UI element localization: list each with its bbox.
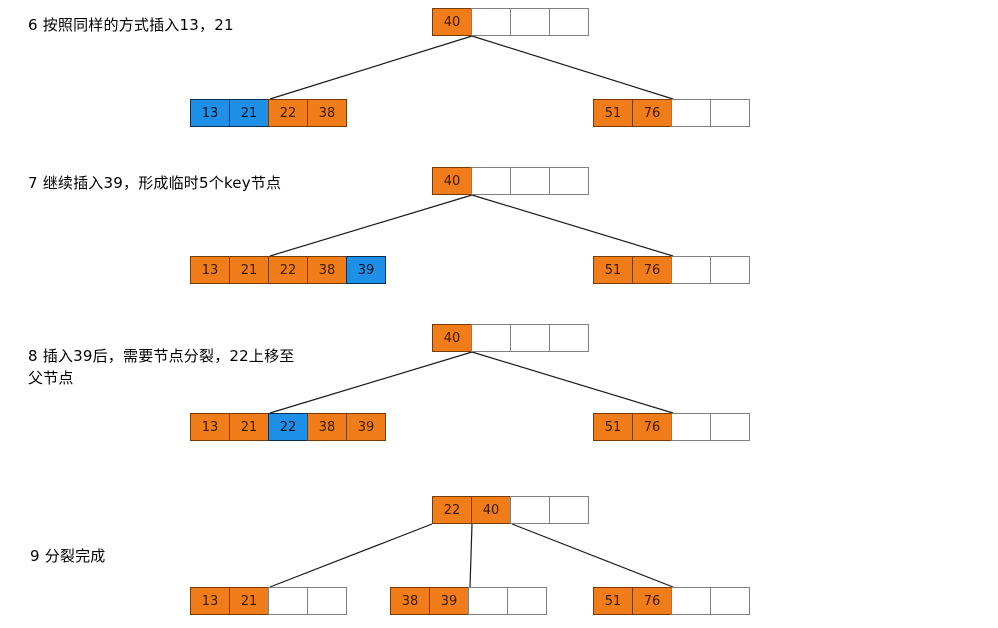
step-7-root-node: 40 [432, 167, 589, 195]
btree-cell-empty [671, 587, 711, 615]
tree-edge [269, 35, 473, 100]
btree-cell-empty [471, 324, 511, 352]
btree-cell-empty [307, 587, 347, 615]
tree-edge [471, 351, 674, 414]
step-label-step-8: 8 插入39后，需要节点分裂，22上移至 父节点 [28, 347, 295, 387]
btree-cell-empty [710, 587, 750, 615]
btree-cell-key: 13 [190, 99, 230, 127]
btree-cell-key: 76 [632, 256, 672, 284]
btree-cell-empty [710, 413, 750, 441]
btree-cell-empty [468, 587, 508, 615]
btree-cell-key: 21 [229, 587, 269, 615]
btree-cell-empty [671, 99, 711, 127]
tree-edge [269, 523, 433, 588]
btree-cell-key: 21 [229, 99, 269, 127]
btree-cell-key: 39 [429, 587, 469, 615]
btree-cell-key: 40 [471, 496, 511, 524]
tree-edge [471, 194, 674, 257]
btree-cell-key: 51 [593, 413, 633, 441]
btree-cell-key: 38 [307, 99, 347, 127]
btree-cell-empty [471, 167, 511, 195]
step-6-root-node: 40 [432, 8, 589, 36]
btree-cell-empty [510, 167, 550, 195]
btree-cell-empty [671, 256, 711, 284]
btree-cell-key: 39 [346, 256, 386, 284]
btree-cell-empty [549, 496, 589, 524]
btree-cell-empty [710, 256, 750, 284]
btree-cell-key: 51 [593, 99, 633, 127]
btree-cell-empty [510, 496, 550, 524]
btree-cell-key: 22 [268, 256, 308, 284]
btree-cell-key: 76 [632, 413, 672, 441]
btree-cell-empty [549, 167, 589, 195]
btree-cell-empty [471, 8, 511, 36]
btree-cell-key: 51 [593, 256, 633, 284]
btree-cell-empty [549, 324, 589, 352]
btree-cell-key: 38 [307, 256, 347, 284]
tree-edge [269, 194, 473, 257]
btree-cell-key: 38 [390, 587, 430, 615]
step-label-step-6: 6 按照同样的方式插入13，21 [28, 16, 234, 34]
btree-cell-empty [268, 587, 308, 615]
btree-cell-key: 40 [432, 167, 472, 195]
tree-edge [511, 523, 674, 588]
tree-edge [269, 351, 473, 414]
btree-cell-empty [507, 587, 547, 615]
step-8-root-node: 40 [432, 324, 589, 352]
btree-cell-key: 22 [432, 496, 472, 524]
btree-cell-key: 40 [432, 8, 472, 36]
btree-cell-key: 40 [432, 324, 472, 352]
btree-cell-empty [510, 8, 550, 36]
btree-cell-key: 51 [593, 587, 633, 615]
btree-cell-empty [710, 99, 750, 127]
step-label-step-9: 9 分裂完成 [30, 547, 106, 565]
btree-cell-key: 38 [307, 413, 347, 441]
btree-cell-empty [510, 324, 550, 352]
btree-cell-key: 22 [268, 99, 308, 127]
step-label-step-7: 7 继续插入39，形成临时5个key节点 [28, 174, 282, 192]
btree-cell-empty [549, 8, 589, 36]
btree-cell-key: 76 [632, 587, 672, 615]
btree-cell-key: 22 [268, 413, 308, 441]
btree-cell-key: 13 [190, 587, 230, 615]
tree-edge [469, 523, 473, 588]
btree-cell-key: 21 [229, 256, 269, 284]
btree-cell-key: 39 [346, 413, 386, 441]
btree-cell-key: 13 [190, 256, 230, 284]
btree-cell-empty [671, 413, 711, 441]
tree-edge [471, 35, 674, 100]
btree-cell-key: 13 [190, 413, 230, 441]
btree-cell-key: 76 [632, 99, 672, 127]
btree-cell-key: 21 [229, 413, 269, 441]
